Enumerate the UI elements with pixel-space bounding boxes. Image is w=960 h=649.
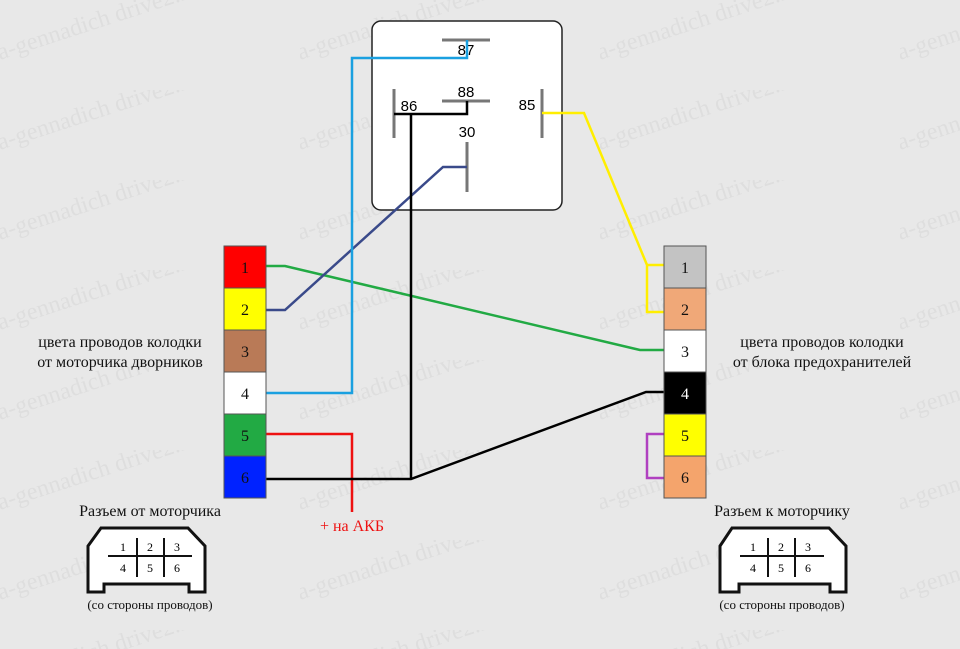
plug-left-pin-5: 5 — [147, 561, 153, 575]
right-connector-cell-number: 1 — [681, 260, 689, 277]
wire-black — [266, 390, 664, 481]
wire-green — [266, 264, 664, 352]
right-connector-caption: цвета проводов колодки от блока предохра… — [712, 333, 932, 373]
plug-left-title: Разъем от моторчика — [79, 503, 221, 520]
right-connector-cell-number: 6 — [681, 470, 689, 487]
right-connector-cell-number: 3 — [681, 344, 689, 361]
plug-left-pins: 1 2 3 4 5 6 — [120, 540, 180, 575]
left-connector-cell-number: 2 — [241, 302, 249, 319]
plug-left-pin-4: 4 — [120, 561, 126, 575]
right-connector-cell-6 — [663, 455, 707, 499]
right-caption-line1: цвета проводов колодки — [740, 334, 904, 351]
wire-red — [266, 432, 354, 512]
right-connector-cell-number: 5 — [681, 428, 689, 445]
left-caption-line2: от моторчика дворников — [37, 354, 203, 371]
battery-label: + на АКБ — [319, 518, 385, 535]
right-connector-cell-4 — [663, 371, 707, 415]
plug-left-pin-6: 6 — [174, 561, 180, 575]
left-connector-cell-number: 4 — [241, 386, 249, 403]
plug-left-pin-3: 3 — [174, 540, 180, 554]
wire-purple — [645, 432, 664, 480]
right-caption-line2: от блока предохранителей — [732, 354, 912, 371]
left-connector-cell-number: 3 — [241, 344, 249, 361]
plug-left-outline — [86, 526, 207, 594]
relay-pin-85-label: 85 — [519, 97, 536, 114]
right-connector-cell-number: 4 — [681, 386, 689, 403]
plug-right-outline — [718, 526, 848, 594]
left-connector-cell-6 — [223, 455, 267, 499]
plug-right-pin-1: 1 — [750, 540, 756, 554]
plug-left-subtitle: (со стороны проводов) — [87, 597, 213, 612]
right-connector-cell-2 — [663, 287, 707, 331]
right-connector-cell-number: 2 — [681, 302, 689, 319]
plug-right-pin-6: 6 — [805, 561, 811, 575]
plug-right-title: Разъем к моторчику — [714, 503, 850, 520]
plug-right-pin-3: 3 — [805, 540, 811, 554]
plug-right-pins: 1 2 3 4 5 6 — [750, 540, 811, 575]
relay-pin-30-label: 30 — [459, 124, 476, 141]
left-connector-cell-number: 5 — [241, 428, 249, 445]
plug-right-subtitle: (со стороны проводов) — [719, 597, 845, 612]
left-connector-cell-number: 6 — [241, 470, 249, 487]
right-connector-cell-1 — [663, 245, 707, 289]
left-connector: 1 2 3 4 5 6 — [223, 245, 267, 499]
plug-right-pin-2: 2 — [778, 540, 784, 554]
left-caption-line1: цвета проводов колодки — [38, 334, 202, 351]
plug-left-pin-2: 2 — [147, 540, 153, 554]
relay-pin-88-label: 88 — [458, 84, 475, 101]
relay-pin-86-label: 86 — [401, 98, 418, 115]
right-connector: 1 2 3 4 5 6 — [663, 245, 707, 499]
plug-right-pin-4: 4 — [750, 561, 756, 575]
wire-navy — [266, 165, 467, 312]
left-connector-cell-4 — [223, 371, 267, 415]
plug-left-pin-1: 1 — [120, 540, 126, 554]
left-connector-caption: цвета проводов колодки от моторчика двор… — [20, 333, 220, 373]
left-connector-cell-2 — [223, 287, 267, 331]
plug-right-pin-5: 5 — [778, 561, 784, 575]
left-connector-cell-number: 1 — [241, 260, 249, 277]
relay-box — [371, 20, 563, 211]
wire-light-blue — [266, 40, 469, 395]
wire-black-relay — [394, 101, 469, 479]
